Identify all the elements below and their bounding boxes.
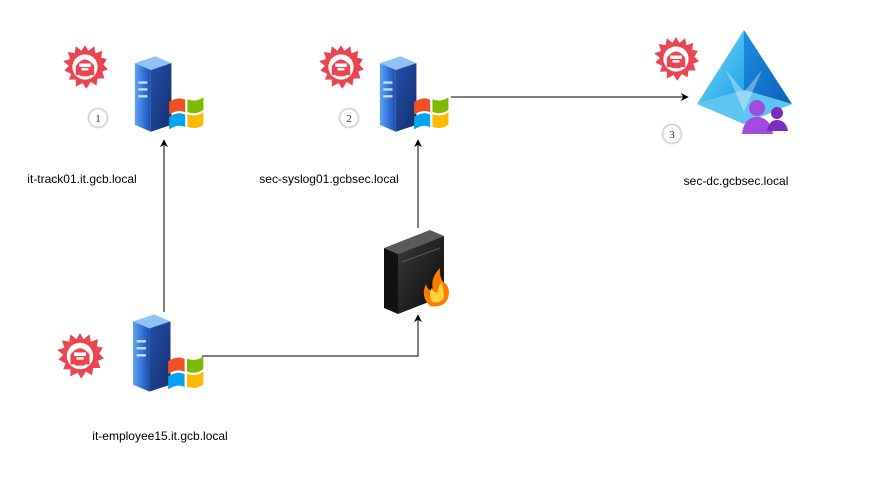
step-badge: 2	[338, 107, 360, 129]
node-it-employee15[interactable]: it-employee15.it.gcb.local	[57, 314, 228, 443]
node-sec-dc[interactable]: 3 sec-dc.gcbsec.local	[654, 30, 792, 188]
hacker-badge-icon	[654, 37, 699, 81]
node-it-track01[interactable]: 1 it-track01.it.gcb.local	[27, 45, 204, 186]
windows-server-icon	[134, 56, 204, 132]
step-number: 1	[95, 113, 101, 125]
node-label: it-track01.it.gcb.local	[27, 172, 136, 186]
edges	[160, 93, 689, 357]
node-label: sec-syslog01.gcbsec.local	[259, 172, 398, 186]
node-label: sec-dc.gcbsec.local	[684, 174, 789, 188]
azure-ad-domain-controller-icon	[697, 30, 792, 134]
windows-server-icon	[379, 56, 449, 132]
node-label: it-employee15.it.gcb.local	[92, 429, 227, 443]
hacker-badge-icon	[319, 45, 364, 89]
hacker-badge-icon	[57, 333, 104, 379]
node-firewall[interactable]	[384, 230, 449, 314]
step-badge: 1	[87, 107, 109, 129]
edge-employee15-to-firewall	[202, 314, 422, 357]
firewall-icon	[384, 230, 449, 314]
step-badge: 3	[661, 123, 683, 145]
windows-server-icon	[133, 314, 204, 392]
step-number: 2	[346, 113, 352, 125]
step-number: 3	[669, 129, 675, 141]
hacker-badge-icon	[63, 45, 108, 89]
node-sec-syslog01[interactable]: 2 sec-syslog01.gcbsec.local	[259, 45, 449, 186]
